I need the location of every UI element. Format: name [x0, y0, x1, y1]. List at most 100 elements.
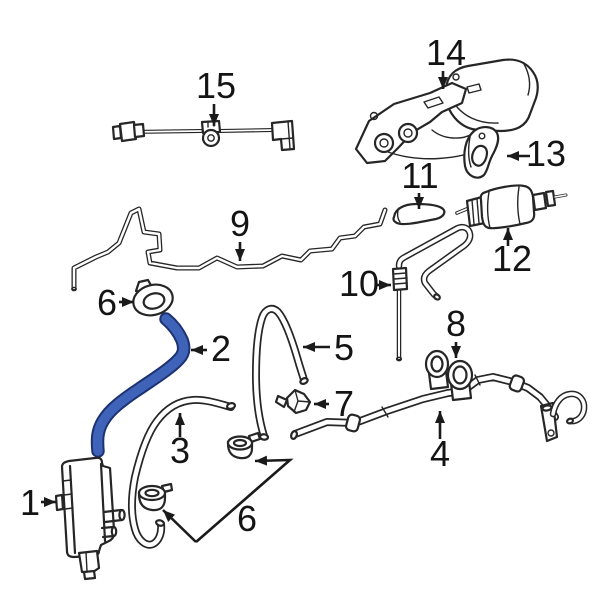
port-upper-cap	[118, 508, 126, 522]
connector7-edge-2	[293, 400, 299, 413]
plug-neck	[132, 122, 146, 139]
part-6-grommet-lower-left[interactable]	[137, 482, 174, 512]
shield-hole-inner-2	[403, 128, 413, 138]
part-6-grommet-lower-right[interactable]	[226, 431, 262, 460]
bracket-opening	[471, 144, 489, 167]
pipe4-hook-cap	[565, 417, 575, 425]
clip-ring-inner	[207, 134, 215, 142]
unit-rib-1	[62, 479, 72, 482]
connector-line-1	[280, 137, 294, 140]
part-8-ring-grommets[interactable]	[424, 349, 474, 402]
connector-elbow	[270, 119, 296, 152]
leader-6-bottom-left	[162, 509, 197, 543]
tube10-drop-cap	[395, 356, 403, 362]
hose3-cap-bottom	[154, 519, 166, 527]
heat-shield-right-edge	[523, 63, 531, 96]
part-7-connector[interactable]	[274, 388, 312, 415]
part-label-10[interactable]: 10	[339, 263, 379, 304]
part-label-2[interactable]: 2	[211, 328, 231, 369]
port-lower-cap	[110, 525, 118, 537]
grommetA-hole	[144, 488, 160, 498]
pump-barrel-line-2	[516, 186, 521, 225]
shield-hole-outer-2	[397, 122, 419, 144]
unit-rib-3	[64, 507, 74, 510]
part-1-valve-unit[interactable]	[54, 456, 126, 581]
unit-left-tab	[54, 493, 65, 512]
pipe4-joint-3	[474, 374, 481, 386]
hose5-cap-right	[299, 377, 309, 385]
part-label-9[interactable]: 9	[230, 203, 250, 244]
shield-notch	[369, 111, 379, 121]
plug-body	[118, 120, 138, 143]
connector-line-2	[287, 120, 291, 150]
unit-bottom-stub	[77, 549, 101, 574]
tube9-end-cap	[71, 286, 77, 292]
part-15-sensor-cable[interactable]	[111, 119, 296, 152]
part-14-heat-shield[interactable]	[354, 58, 539, 165]
ring2-inner	[452, 365, 468, 385]
shield-lower-tab	[431, 129, 473, 139]
part-label-15[interactable]: 15	[196, 65, 236, 106]
pump-rib-1	[471, 199, 475, 225]
shield-hole-outer-1	[373, 132, 395, 154]
grommetA-top	[137, 484, 167, 502]
part-label-5[interactable]: 5	[334, 327, 354, 368]
tube10-stub-cap	[433, 293, 441, 301]
part-label-6-bottom[interactable]: 6	[237, 498, 257, 539]
ring2-outer	[446, 359, 474, 391]
unit-rib-2	[63, 493, 73, 496]
hose11-outline	[392, 202, 446, 226]
connector7-stub	[274, 394, 289, 409]
heat-shield-left-plate	[354, 81, 468, 165]
pump-rod-core	[554, 194, 567, 198]
part-4-pipe[interactable]	[290, 374, 584, 443]
pump-collar	[544, 189, 557, 208]
port-lower-top	[100, 525, 115, 530]
port-upper-bottom	[103, 518, 124, 524]
hose3-cap-top	[225, 402, 237, 410]
bracket-inner-edge	[467, 136, 472, 168]
hose11-end-line	[396, 207, 401, 223]
part-label-1[interactable]: 1	[20, 482, 40, 523]
fitting-rib-2	[393, 277, 408, 280]
hose5-outline	[256, 309, 304, 436]
part-labels: 1 2 3 4 5 6 6 7 8 9 10 11 12 13 14 15	[20, 32, 566, 539]
part-10-tube-fitting[interactable]	[391, 227, 470, 362]
cable-right-core	[218, 129, 274, 132]
part-label-4[interactable]: 4	[430, 433, 450, 474]
fitting-rib-3	[394, 282, 408, 285]
port-upper-top	[102, 508, 123, 514]
clip-ring-outer	[201, 128, 221, 148]
part-9-tube[interactable]	[71, 209, 385, 292]
part-label-14[interactable]: 14	[426, 32, 466, 73]
part-5-hose[interactable]	[256, 309, 309, 441]
part-label-6-top[interactable]: 6	[97, 282, 117, 323]
part-label-3[interactable]: 3	[170, 430, 190, 471]
fitting-rib-1	[393, 272, 407, 275]
part-label-8[interactable]: 8	[446, 303, 466, 344]
part-12-pump[interactable]	[455, 184, 568, 230]
part-label-7[interactable]: 7	[334, 383, 354, 424]
bracket-plate-hole	[547, 429, 555, 437]
part-11-short-hose[interactable]	[392, 202, 446, 226]
bracket-hole	[478, 132, 486, 140]
part-label-13[interactable]: 13	[526, 133, 566, 174]
unit-foot	[82, 569, 97, 581]
pump-rib-2	[476, 198, 480, 224]
pump-barrel-line-1	[486, 191, 491, 229]
part-3-hose[interactable]	[132, 400, 237, 545]
part-6-grommet-top[interactable]	[130, 278, 176, 320]
part-13-bracket[interactable]	[463, 126, 500, 179]
pump-barrel	[479, 184, 536, 230]
grommetB-top	[226, 435, 254, 451]
pipe4-collar-2	[508, 374, 526, 393]
pipe4-collar-1	[344, 413, 362, 433]
part-label-11[interactable]: 11	[401, 155, 438, 196]
grommetB-hole	[232, 438, 248, 448]
bracket-plate-boss	[541, 404, 553, 412]
leader-lines	[41, 71, 530, 543]
tube10-hairpin-outline	[399, 227, 470, 297]
pipe4-joint-1	[381, 406, 389, 418]
part-label-12[interactable]: 12	[492, 238, 532, 279]
